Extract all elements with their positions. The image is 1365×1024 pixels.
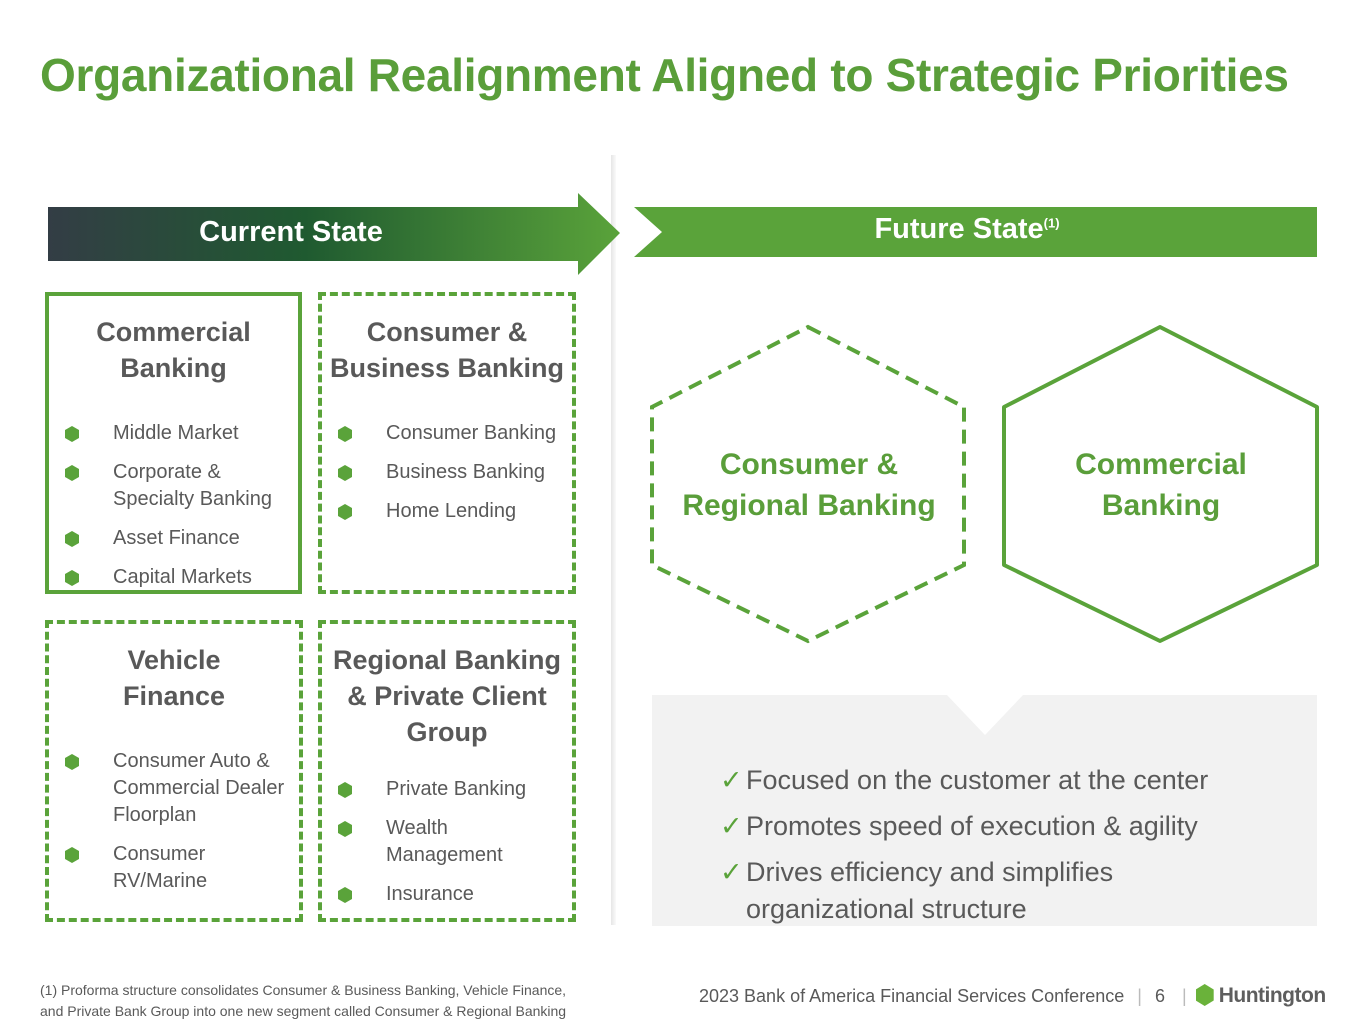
item-text: Corporate & Specialty Banking [113, 461, 272, 510]
box-title: Regional Banking [332, 645, 562, 675]
state-arrows [48, 193, 1317, 275]
footnote-ref: (1) [1043, 215, 1060, 231]
benefit-text: Drives efficiency and simplifies organiz… [746, 857, 1114, 924]
page-number: 6 [1154, 986, 1165, 1006]
check-icon: ✓ [720, 857, 743, 887]
future-state-bar [634, 207, 1317, 257]
hexagon-bullet-icon [338, 504, 352, 520]
list-item: Capital Markets [49, 564, 298, 591]
hexagon-bullet-icon [65, 426, 79, 442]
list-item: Business Banking [322, 459, 572, 486]
hexagon-bullet-icon [65, 531, 79, 547]
benefits-list: ✓Focused on the customer at the center ✓… [720, 762, 1208, 937]
slide-title: Organizational Realignment Aligned to St… [40, 49, 1289, 101]
box-title: & Private Client [347, 681, 547, 711]
item-text: Asset Finance [113, 527, 240, 549]
box-title: Finance [122, 681, 226, 711]
footer: 2023 Bank of America Financial Services … [699, 984, 1326, 1008]
future-hexagons [650, 324, 1319, 644]
hexagon-bullet-icon [338, 465, 352, 481]
future-state-text: Future State [874, 213, 1044, 245]
benefits-callout [652, 695, 1317, 926]
segment-consumer-regional: Consumer & Regional Banking [660, 444, 958, 526]
item-text: Business Banking [386, 461, 545, 483]
list-item: Consumer Banking [322, 420, 572, 447]
hexagon-bullet-icon [338, 782, 352, 798]
hexagon-bullet-icon [65, 754, 79, 770]
box-title: Consumer & [366, 317, 528, 347]
separator: | [1181, 986, 1187, 1006]
box-title: Business Banking [329, 353, 565, 383]
logo-text: Huntington [1218, 984, 1326, 1007]
check-icon: ✓ [720, 811, 743, 841]
item-text: Private Banking [386, 778, 527, 800]
item-text: Consumer Banking [386, 422, 557, 444]
box-title: Group [406, 717, 488, 747]
hexagon-bullet-icon [65, 847, 79, 863]
list-item: Private Banking [322, 776, 572, 803]
huntington-logo-icon [1195, 984, 1214, 1006]
hexagon-bullet-icon [338, 426, 352, 442]
hexagon-consumer-regional [650, 324, 966, 644]
box-title: Vehicle [127, 645, 221, 675]
hexagon-bullet-icon [65, 465, 79, 481]
list-item: Insurance [322, 881, 572, 908]
list-item: Middle Market [49, 420, 298, 447]
item-text: Consumer Auto & Commercial Dealer Floorp… [113, 750, 285, 826]
hexagon-bullet-icon [338, 821, 352, 837]
list-item: Corporate & Specialty Banking [49, 459, 298, 513]
item-text: Wealth Management [386, 817, 503, 866]
box-title: Banking [120, 353, 227, 383]
benefit-item: ✓Promotes speed of execution & agility [720, 808, 1208, 845]
benefit-text: Promotes speed of execution & agility [746, 811, 1198, 841]
footnote: (1) Proforma structure consolidates Cons… [40, 980, 566, 1022]
box-consumer-business-banking: Consumer & Business Banking Consumer Bank… [318, 292, 576, 594]
conference-name: 2023 Bank of America Financial Services … [699, 986, 1125, 1006]
item-text: Capital Markets [113, 566, 252, 588]
list-item: Asset Finance [49, 525, 298, 552]
list-item: Consumer RV/Marine [49, 841, 299, 895]
item-text: Middle Market [113, 422, 239, 444]
check-icon: ✓ [720, 765, 743, 795]
current-state-label: Current State [199, 216, 383, 248]
separator: | [1137, 986, 1142, 1006]
box-title: Commercial [96, 317, 251, 347]
item-text: Home Lending [386, 500, 517, 522]
hexagon-commercial [1002, 325, 1319, 643]
current-state-arrow [48, 193, 620, 275]
future-state-label: Future State(1) [662, 213, 1272, 246]
hexagon-bullet-icon [338, 887, 352, 903]
segment-text: Regional Banking [682, 489, 936, 522]
list-item: Consumer Auto & Commercial Dealer Floorp… [49, 748, 299, 829]
hexagon-bullet-icon [65, 570, 79, 586]
benefit-item: ✓Drives efficiency and simplifies organi… [720, 854, 1146, 928]
list-item: Wealth Management [322, 815, 572, 869]
item-text: Insurance [386, 883, 474, 905]
segment-text: Banking [1101, 489, 1221, 522]
list-item: Home Lending [322, 498, 572, 525]
benefit-text: Focused on the customer at the center [746, 765, 1209, 795]
divider [611, 155, 616, 925]
segment-text: Commercial [1075, 448, 1247, 481]
footnote-line: and Private Bank Group into one new segm… [40, 1003, 567, 1019]
benefit-item: ✓Focused on the customer at the center [720, 762, 1208, 799]
segment-text: Consumer & [719, 448, 899, 481]
footnote-line: (1) Proforma structure consolidates Cons… [40, 982, 567, 998]
item-text: Consumer RV/Marine [113, 843, 208, 892]
